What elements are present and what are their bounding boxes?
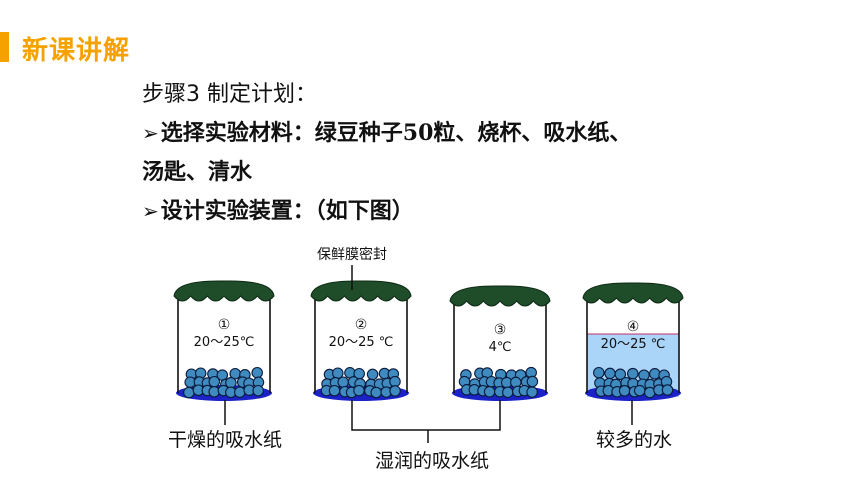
beaker-number: ①: [218, 317, 231, 333]
seed: [251, 366, 263, 379]
seed: [234, 386, 246, 398]
bullet-setup: ➢设计实验装置：（如下图）: [142, 193, 414, 225]
beaker-number: ③: [494, 322, 507, 338]
beaker-temperature: 4℃: [489, 340, 512, 355]
plastic-film-seal: [582, 282, 684, 304]
seed: [483, 386, 496, 398]
seed: [502, 386, 514, 399]
beaker-number: ②: [355, 317, 368, 333]
seed: [252, 384, 264, 397]
plastic-film-seal: [310, 280, 412, 302]
bullet-materials: ➢选择实验材料：绿豆种子50粒、烧杯、吸水纸、: [142, 115, 631, 147]
plastic-film-seal: [449, 285, 551, 307]
seed: [633, 384, 646, 397]
beaker-wall: [314, 292, 408, 393]
seed: [370, 386, 382, 399]
seed: [661, 384, 674, 396]
seed: [353, 384, 365, 397]
bullet-arrow-icon: ➢: [142, 199, 159, 223]
seed: [614, 368, 627, 381]
seed: [627, 367, 639, 380]
seed: [593, 366, 605, 379]
seal-film-label: 保鲜膜密封: [317, 246, 387, 263]
seed: [183, 386, 195, 399]
slide-title: 新课讲解: [22, 36, 131, 66]
seed: [389, 385, 401, 397]
beaker-wall: [586, 294, 680, 393]
setup-text: 设计实验装置：（如下图）: [160, 198, 414, 224]
plastic-film-seal: [173, 280, 275, 302]
seed-cluster: [458, 366, 539, 399]
beaker-temperature: 20～25℃: [194, 335, 255, 350]
seed: [604, 367, 616, 380]
beaker-1: ① 20～25℃: [173, 280, 275, 401]
beaker-temperature: 20～25 ℃: [601, 337, 666, 352]
wet-bracket-line: [351, 400, 501, 431]
beaker-temperature: 20～25 ℃: [329, 335, 394, 350]
seed: [366, 368, 379, 381]
bullet-arrow-icon: ➢: [142, 121, 159, 145]
beakers-group: ① 20～25℃ ② 20～25 ℃ ③ 4℃ ④ 20～25 ℃: [173, 280, 684, 401]
seed: [208, 375, 221, 388]
beaker-wall: [453, 297, 547, 393]
seed-cluster: [320, 367, 401, 399]
seed-cluster: [183, 366, 265, 399]
wet-paper-label: 湿润的吸水纸: [375, 450, 489, 472]
seed: [649, 368, 661, 380]
seed: [526, 386, 538, 398]
seed: [337, 376, 349, 388]
materials-text-line1: 选择实验材料：绿豆种子50粒、烧杯、吸水纸、: [160, 120, 632, 146]
materials-text-line2: 汤匙、清水: [142, 159, 253, 185]
step-title: 步骤3 制定计划：: [142, 82, 317, 107]
seed: [618, 385, 631, 397]
dry-paper-label: 干燥的吸水纸: [168, 429, 282, 451]
beaker-3: ③ 4℃: [449, 285, 551, 401]
seed: [526, 375, 539, 388]
beaker-2: ② 20～25 ℃: [310, 280, 412, 401]
header-accent-bar: [0, 32, 9, 62]
beaker-number: ④: [627, 319, 640, 335]
beaker-4: ④ 20～25 ℃: [582, 282, 684, 401]
more-water-label: 较多的水: [596, 429, 672, 451]
beaker-wall: [177, 292, 271, 393]
seed: [328, 384, 341, 397]
seed-cluster: [593, 366, 674, 399]
